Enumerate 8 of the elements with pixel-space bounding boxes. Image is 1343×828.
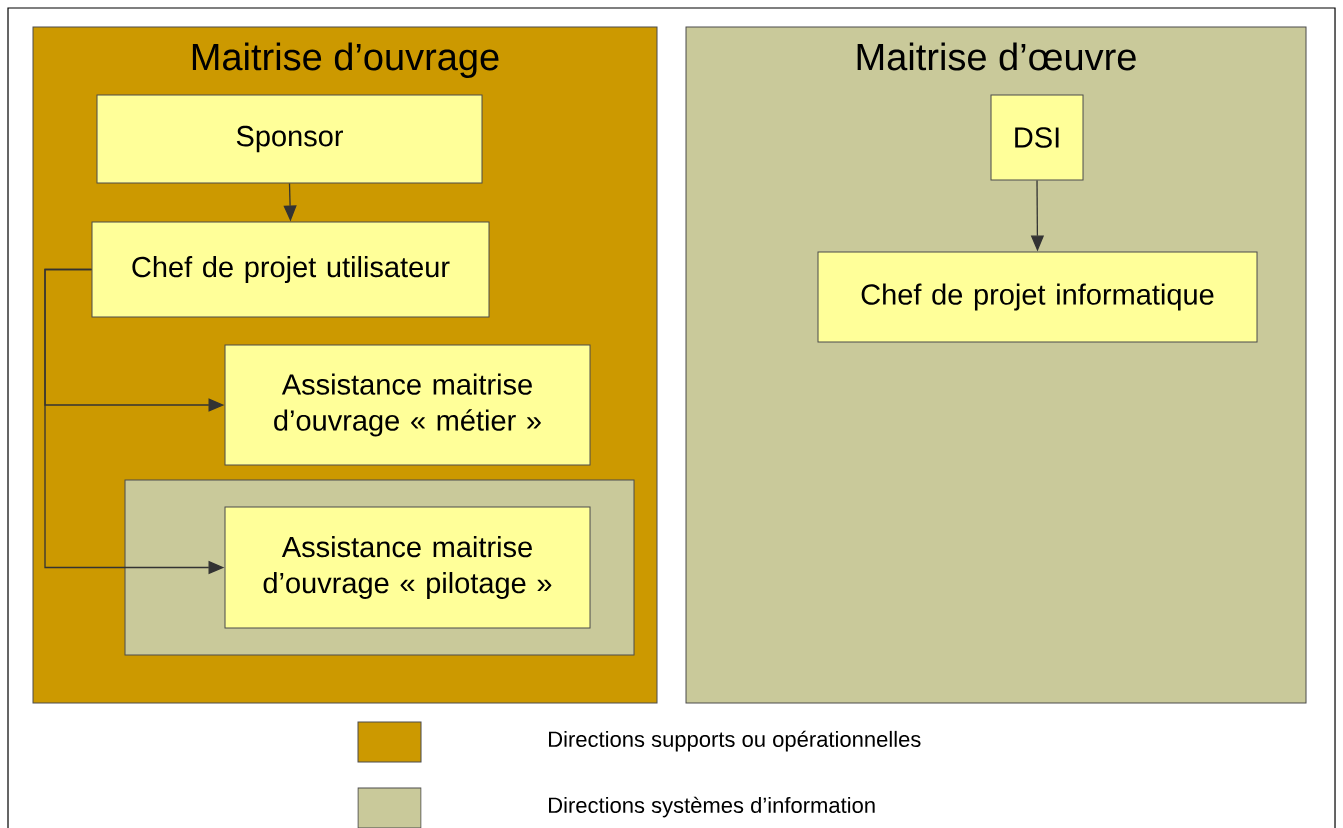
role-box: Assistance maitrise d’ouvrage « métier » [224,344,591,466]
role-box: DSI [990,94,1084,181]
role-box: Chef de projet utilisateur [91,221,490,318]
role-box: Assistance maitrise d’ouvrage « pilotage » [224,506,591,629]
legend-label: Directions supports ou opérationnelles [549,730,921,752]
role-box: Chef de projet informatique [817,251,1258,343]
role-box: Sponsor [96,94,483,184]
legend-label: Directions systèmes d’information [549,796,875,818]
